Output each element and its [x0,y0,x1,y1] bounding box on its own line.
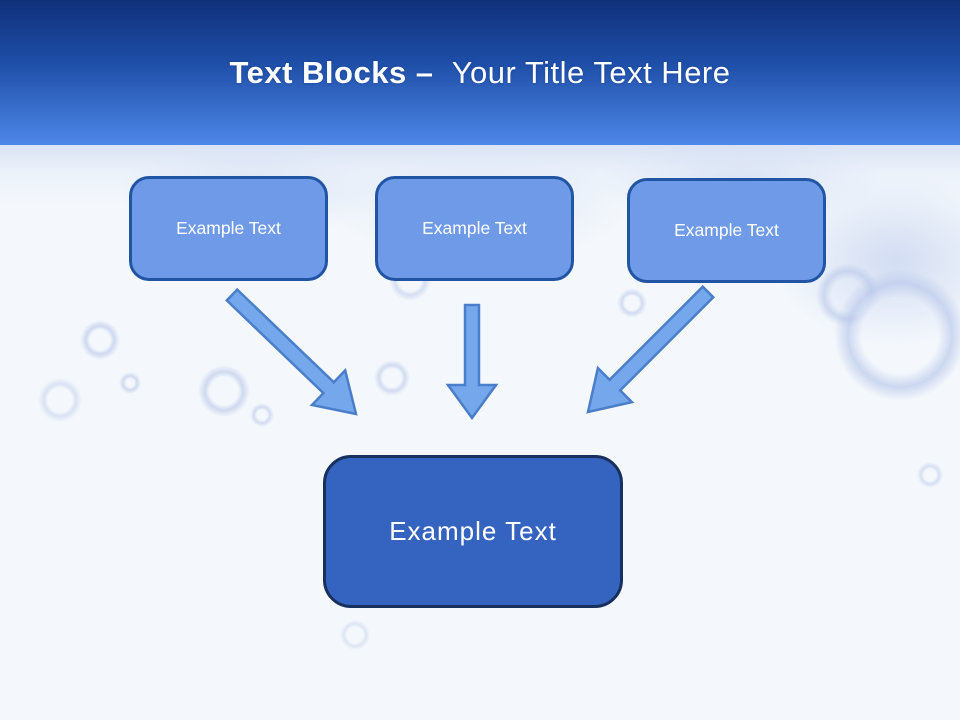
arrow-left-to-center-icon [225,287,358,416]
slide-title: Text Blocks – Your Title Text Here [229,55,730,91]
center-text-block-label: Example Text [389,516,557,546]
arrow-right-to-center-icon [586,284,716,414]
slide-header: Text Blocks – Your Title Text Here [0,0,960,145]
text-block-3-label: Example Text [674,220,779,240]
text-block-2: Example Text [375,176,574,281]
text-block-1-label: Example Text [176,218,281,238]
arrow-middle-to-center-icon [445,303,499,421]
slide-title-bold: Text Blocks – [229,54,434,90]
text-block-2-label: Example Text [422,218,527,238]
text-block-1: Example Text [129,176,328,281]
slide-canvas: Example Text Example Text Example Text E… [0,145,960,720]
slide-title-regular: Your Title Text Here [451,54,731,90]
text-block-3: Example Text [627,178,826,283]
center-text-block: Example Text [323,455,623,608]
